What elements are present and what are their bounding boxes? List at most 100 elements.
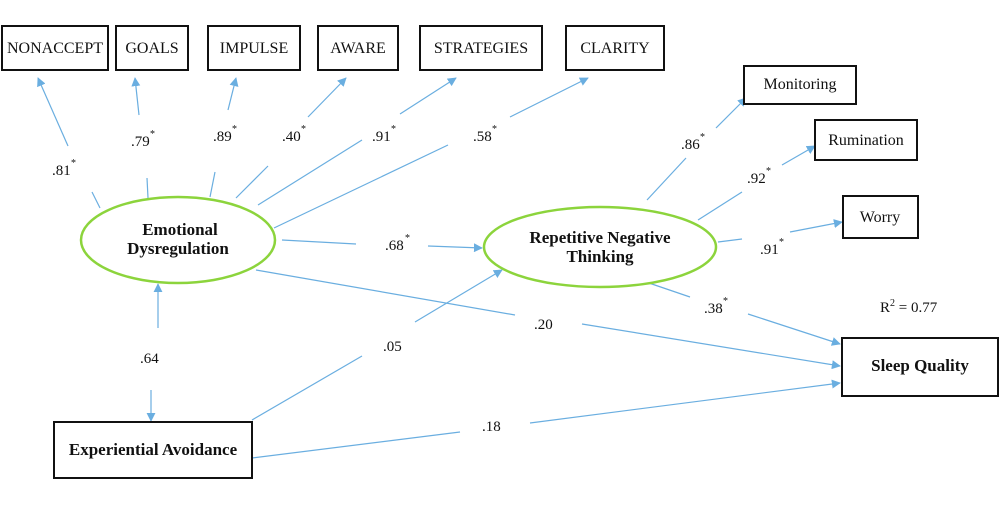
- observed-label: Experiential Avoidance: [69, 440, 238, 459]
- r-squared-superscript: 2: [890, 298, 895, 309]
- indicator-nonaccept: NONACCEPT: [1, 25, 109, 71]
- coef-nonaccept: .81 *: [52, 158, 76, 179]
- coef-value: .64: [140, 351, 159, 367]
- coef-value: .86: [681, 137, 700, 153]
- arrows: [37, 77, 843, 459]
- r-squared: R2 = 0.77: [880, 298, 938, 316]
- indicator-box: [842, 195, 919, 239]
- arrow-ed-aware-a: [235, 165, 269, 199]
- coef-value: .18: [482, 419, 501, 435]
- arrow-ed-goals-b: [131, 77, 141, 116]
- coef-ed-to-rnt: .68 *: [385, 233, 410, 254]
- arrow-ed-rnt-b: [427, 243, 483, 253]
- observed-box: [841, 337, 999, 397]
- indicator-label: GOALS: [125, 40, 178, 57]
- indicator-label: IMPULSE: [220, 40, 288, 57]
- arrow-ed-strategies-b: [399, 77, 457, 115]
- latent-ellipse: [482, 205, 718, 289]
- arrow-ed-impulse-a: [209, 171, 216, 198]
- coef-aware: .40 *: [282, 124, 306, 145]
- coef-ea-to-ed: .64: [140, 351, 159, 367]
- coef-value: .38: [704, 301, 723, 317]
- arrow-rnt-worry-a: [717, 238, 743, 243]
- indicator-label: CLARITY: [580, 40, 650, 57]
- coef-ed-to-sleep: .20: [534, 317, 553, 333]
- coef-star: *: [700, 132, 705, 143]
- arrow-ed-clarity-a: [273, 144, 449, 229]
- observed-sleep-quality: Sleep Quality: [841, 337, 999, 397]
- indicator-worry: Worry: [842, 195, 919, 239]
- arrow-rnt-monitoring-b: [715, 97, 747, 129]
- arrow-ea-rnt-a: [251, 355, 363, 421]
- coef-value: .20: [534, 317, 553, 333]
- coef-ea-to-sleep: .18: [482, 419, 501, 435]
- coef-impulse: .89 *: [213, 124, 237, 145]
- arrow-ed-sleep-a: [255, 269, 516, 316]
- arrow-rnt-rumination-a: [697, 191, 743, 221]
- indicator-box: [419, 25, 543, 71]
- coef-clarity: .58 *: [473, 124, 497, 145]
- coefficients: .81 * .79 * .89 * .40 * .91 * .58 * .86 …: [52, 124, 784, 435]
- coef-star: *: [150, 129, 155, 140]
- coef-value: .89: [213, 129, 232, 145]
- coef-star: *: [301, 124, 306, 135]
- observed-experiential-avoidance: Experiential Avoidance: [53, 421, 253, 479]
- arrow-ed-goals-a: [146, 177, 149, 199]
- indicator-label: AWARE: [330, 40, 386, 57]
- arrow-ea-rnt-b: [414, 269, 503, 323]
- coef-star: *: [723, 296, 728, 307]
- indicator-label: NONACCEPT: [7, 40, 103, 57]
- indicator-label: Monitoring: [764, 76, 837, 93]
- arrow-rnt-sleep-b: [747, 313, 841, 346]
- r-squared-text: R2 = 0.77: [880, 298, 938, 316]
- observed-box: [53, 421, 253, 479]
- coef-value: .91: [760, 242, 779, 258]
- indicator-box: [565, 25, 665, 71]
- coef-star: *: [391, 124, 396, 135]
- indicator-label: Worry: [860, 209, 900, 226]
- indicator-label: STRATEGIES: [434, 40, 528, 57]
- observed-label: Sleep Quality: [871, 356, 969, 375]
- latent-label-line2: Dysregulation: [127, 239, 229, 258]
- coef-value: .40: [282, 129, 301, 145]
- indicator-box: [1, 25, 109, 71]
- arrow-ed-sleep-b: [581, 323, 841, 370]
- arrow-ed-impulse-b: [227, 77, 239, 111]
- indicator-box: [207, 25, 301, 71]
- arrow-ed-clarity-b: [509, 77, 589, 118]
- latent-emotional-dysregulation: Emotional Dysregulation: [79, 195, 277, 285]
- coef-value: .05: [383, 339, 402, 355]
- indicator-box: [115, 25, 189, 71]
- coef-rumination: .92 *: [747, 166, 771, 187]
- coef-monitoring: .86 *: [681, 132, 705, 153]
- coef-star: *: [405, 233, 410, 244]
- indicator-label: Rumination: [828, 132, 904, 149]
- coef-strategies: .91 *: [372, 124, 396, 145]
- indicator-box: [743, 65, 857, 105]
- indicator-impulse: IMPULSE: [207, 25, 301, 71]
- coef-value: .79: [131, 134, 150, 150]
- indicator-aware: AWARE: [317, 25, 399, 71]
- coef-value: .58: [473, 129, 492, 145]
- indicator-goals: GOALS: [115, 25, 189, 71]
- arrow-ed-nonaccept-a: [91, 191, 101, 209]
- indicator-strategies: STRATEGIES: [419, 25, 543, 71]
- arrow-ea-sleep-b: [529, 379, 841, 424]
- coef-worry: .91 *: [760, 237, 784, 258]
- indicator-monitoring: Monitoring: [743, 65, 857, 105]
- arrow-rnt-worry-b: [789, 219, 843, 233]
- coef-star: *: [766, 166, 771, 177]
- coef-star: *: [232, 124, 237, 135]
- indicator-box: [814, 119, 918, 161]
- coef-star: *: [492, 124, 497, 135]
- indicator-box: [317, 25, 399, 71]
- arrow-rnt-sleep-a: [645, 281, 691, 298]
- arrow-rnt-rumination-b: [781, 145, 816, 166]
- coef-value: .81: [52, 163, 71, 179]
- coef-goals: .79 *: [131, 129, 155, 150]
- coef-ea-to-rnt: .05: [383, 339, 402, 355]
- arrow-ed-strategies-a: [257, 139, 363, 206]
- indicator-rumination: Rumination: [814, 119, 918, 161]
- coef-value: .91: [372, 129, 391, 145]
